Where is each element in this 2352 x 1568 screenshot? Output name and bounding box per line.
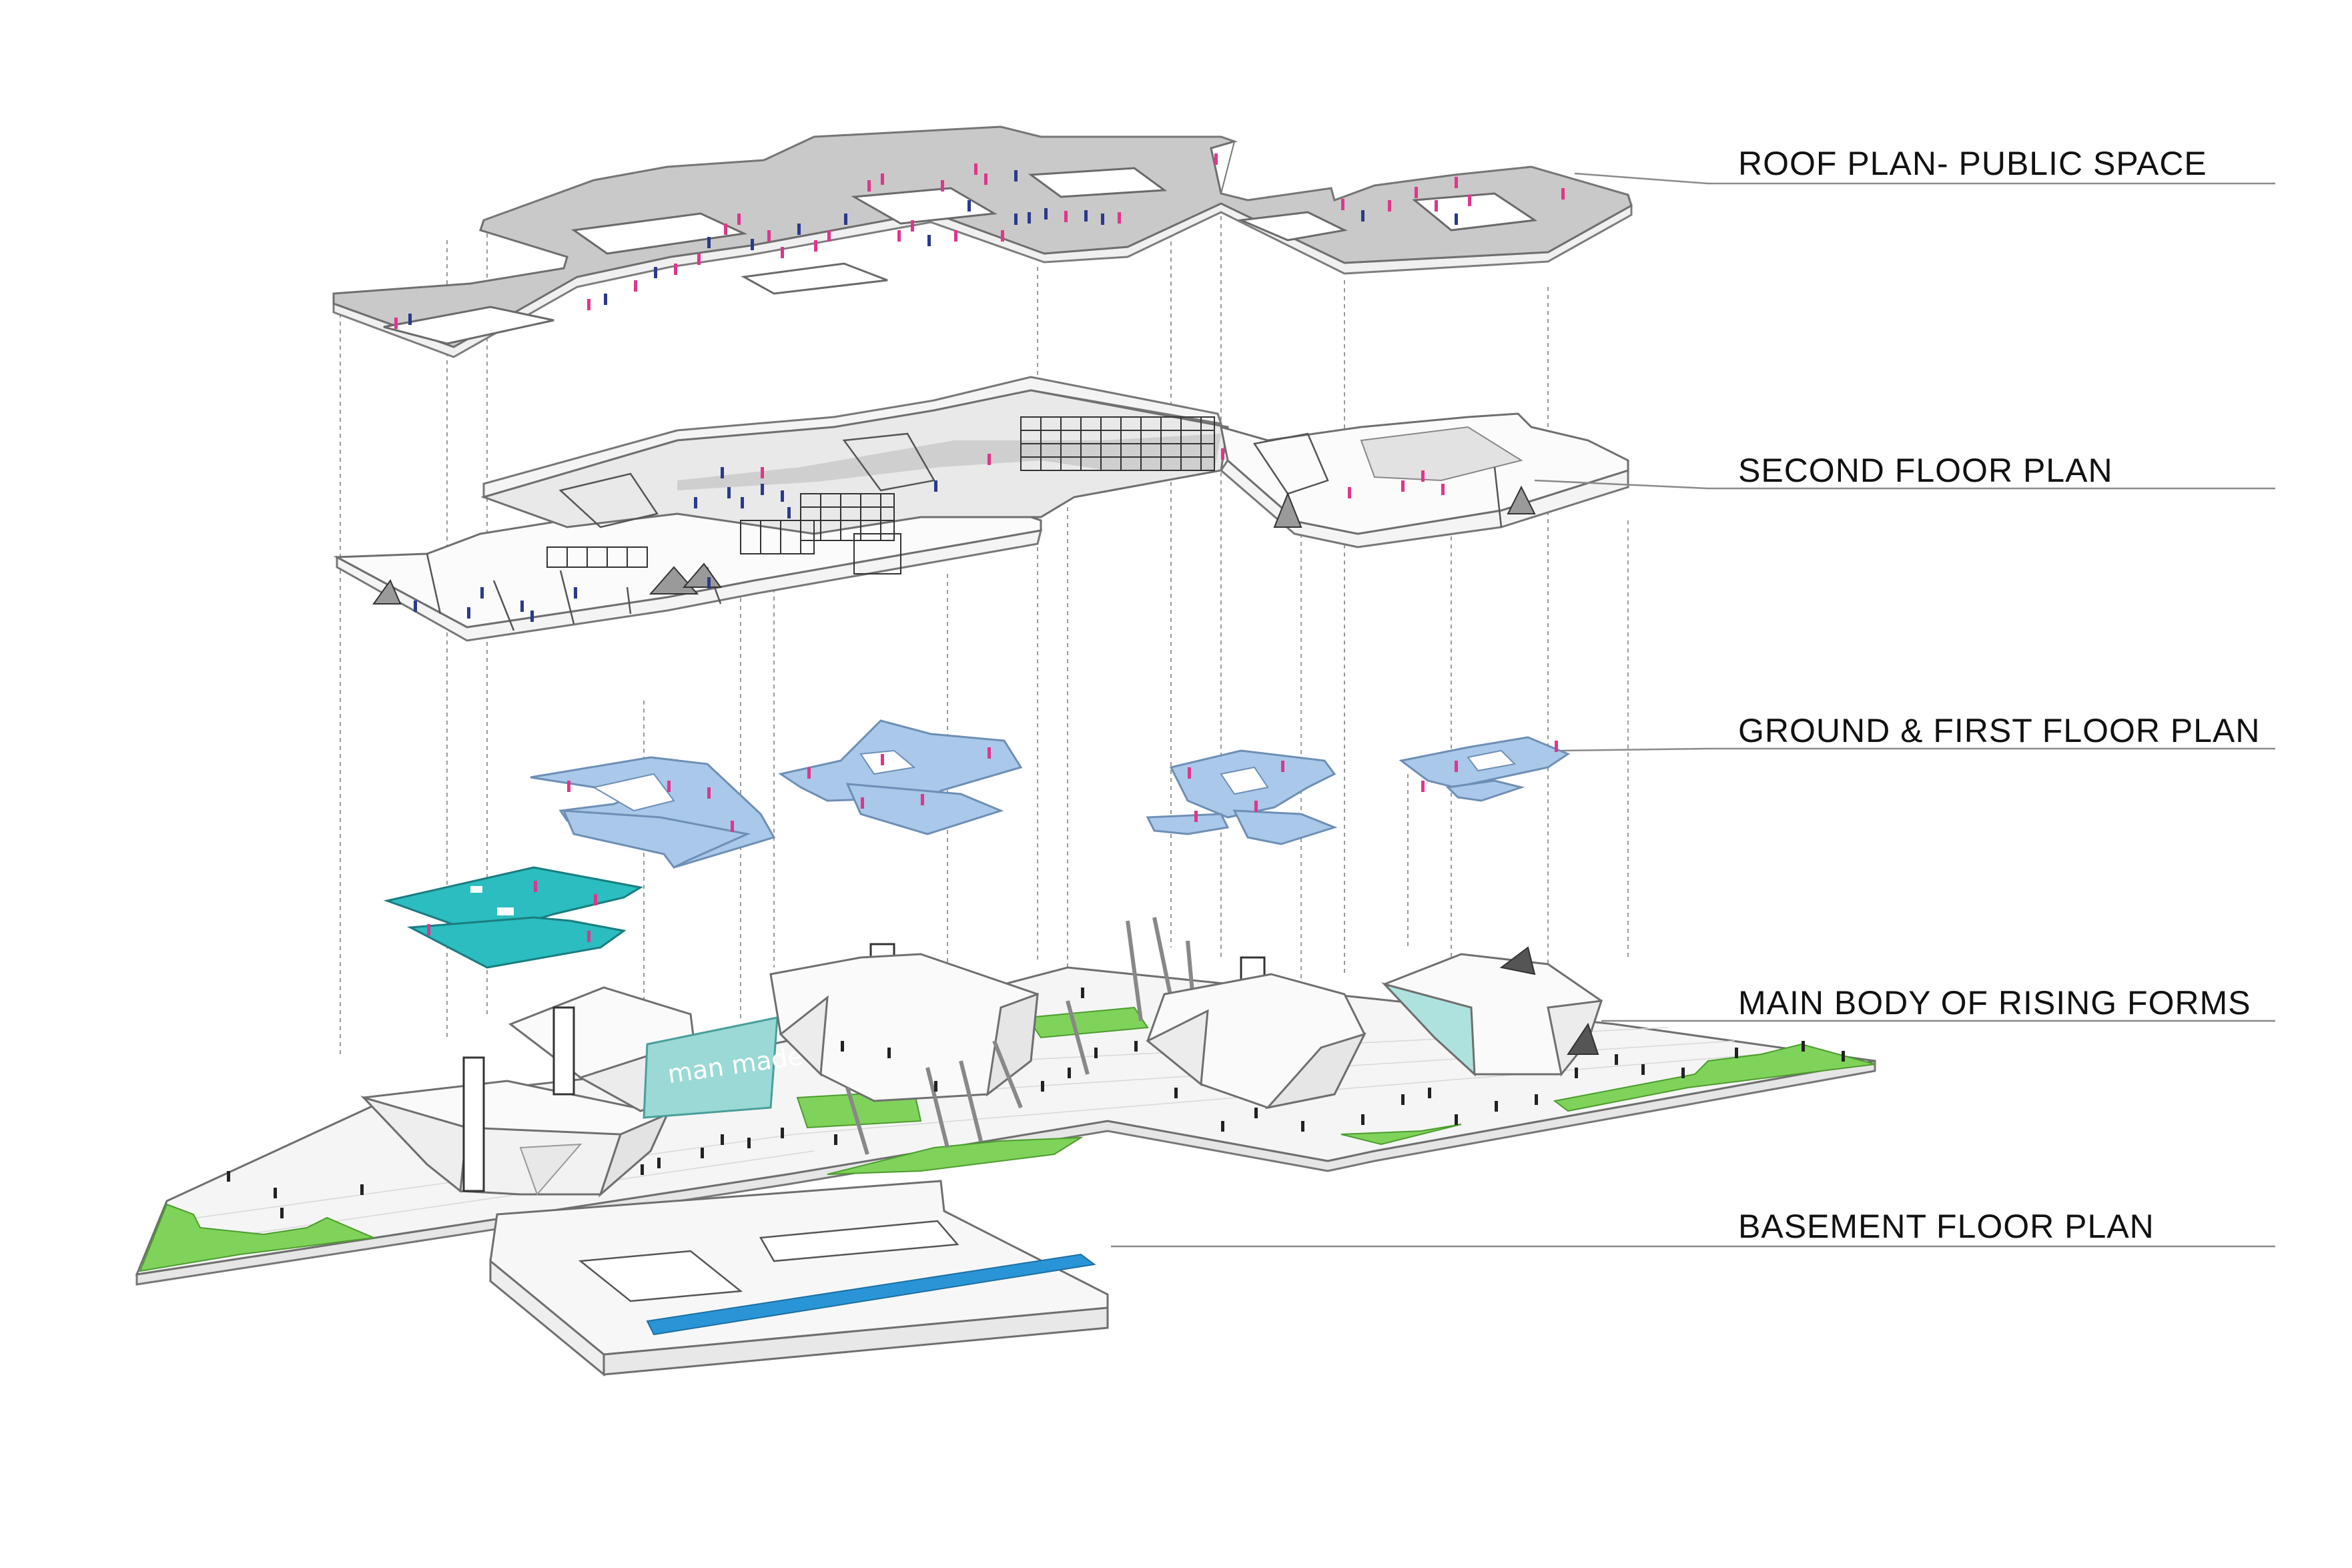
second-floor-people	[414, 448, 1445, 622]
label-basement-floor-plan: BASEMENT FLOOR PLAN	[1738, 1208, 2154, 1245]
rising-form-4	[1146, 973, 1366, 1110]
label-second-floor-plan: SECOND FLOOR PLAN	[1738, 452, 2113, 489]
plaza-people	[227, 988, 1845, 1218]
roof-people	[394, 153, 1565, 329]
label-main-body-rising-forms: MAIN BODY OF RISING FORMS	[1738, 984, 2251, 1022]
rising-form-1	[360, 1080, 669, 1198]
second-floor-layer	[333, 376, 1629, 642]
roof-plan-layer	[332, 125, 1633, 358]
signage-panel: man made	[643, 1016, 805, 1119]
label-ground-first-floor-plan: GROUND & FIRST FLOOR PLAN	[1738, 712, 2261, 749]
main-body-layer: man made	[135, 917, 1876, 1377]
teal-floor-plates	[383, 866, 644, 969]
label-roof-plan: ROOF PLAN- PUBLIC SPACE	[1738, 145, 2207, 182]
lawns	[139, 1006, 1876, 1272]
glass-pavilions	[546, 416, 1215, 574]
layer-labels: ROOF PLAN- PUBLIC SPACE SECOND FLOOR PLA…	[1111, 145, 2275, 1248]
floor-plate-people	[427, 741, 1558, 942]
basement-layer	[489, 1180, 1109, 1377]
basement-pool	[646, 1253, 1096, 1336]
blue-floor-plates	[530, 719, 1571, 869]
ground-first-floor-layer	[383, 719, 1571, 969]
rising-form-5	[1381, 953, 1603, 1077]
rising-form-3	[769, 953, 1039, 1102]
